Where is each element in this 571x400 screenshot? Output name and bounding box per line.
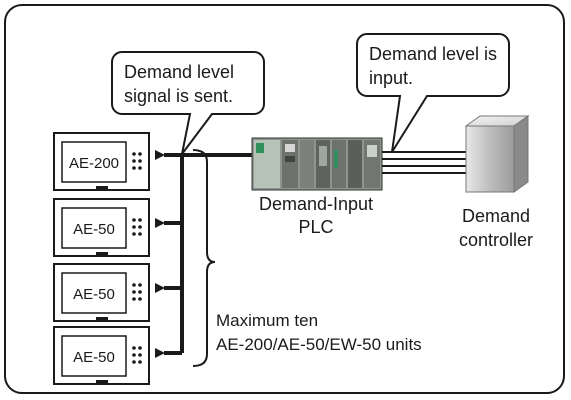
- signal-lines: [155, 150, 255, 358]
- device-label: AE-50: [73, 221, 115, 238]
- note-line2: AE-200/AE-50/EW-50 units: [216, 335, 422, 354]
- device-screen: [61, 335, 127, 377]
- device-screen: [61, 141, 127, 183]
- callout-left: Demand level signal is sent.: [111, 51, 265, 155]
- device-screen: [61, 207, 127, 249]
- device-label: AE-200: [69, 155, 119, 172]
- controller-label-line2: controller: [459, 230, 533, 250]
- controller-cabinet-icon: [464, 115, 530, 193]
- controller-label-line1: Demand: [462, 206, 530, 226]
- device-buttons-icon: [132, 346, 142, 364]
- device-buttons-icon: [132, 152, 142, 170]
- device-logo: [96, 380, 108, 383]
- device-logo: [96, 317, 108, 320]
- device-buttons-icon: [132, 218, 142, 236]
- device-buttons-icon: [132, 283, 142, 301]
- device-3: AE-50: [53, 326, 150, 385]
- device-logo: [96, 252, 108, 255]
- plc-icon: [251, 137, 383, 191]
- plc-label-line2: PLC: [298, 217, 333, 237]
- plc-label-line1: Demand-Input: [259, 194, 373, 214]
- device-screen: [61, 272, 127, 314]
- device-0: AE-200: [53, 132, 150, 191]
- note-line1: Maximum ten: [216, 311, 318, 330]
- callout-left-line2: signal is sent.: [124, 86, 233, 106]
- callout-right-bubble: [356, 33, 510, 153]
- device-logo: [96, 186, 108, 189]
- callout-right-line2: input.: [369, 68, 413, 88]
- device-1: AE-50: [53, 198, 150, 257]
- controller-wires: [382, 151, 470, 174]
- callout-right: Demand level is input.: [356, 33, 510, 153]
- callout-left-line1: Demand level: [124, 62, 234, 82]
- group-brace: [192, 149, 216, 367]
- device-2: AE-50: [53, 263, 150, 322]
- device-label: AE-50: [73, 286, 115, 303]
- callout-right-line1: Demand level is: [369, 44, 497, 64]
- callout-left-bubble: [111, 51, 265, 155]
- device-label: AE-50: [73, 349, 115, 366]
